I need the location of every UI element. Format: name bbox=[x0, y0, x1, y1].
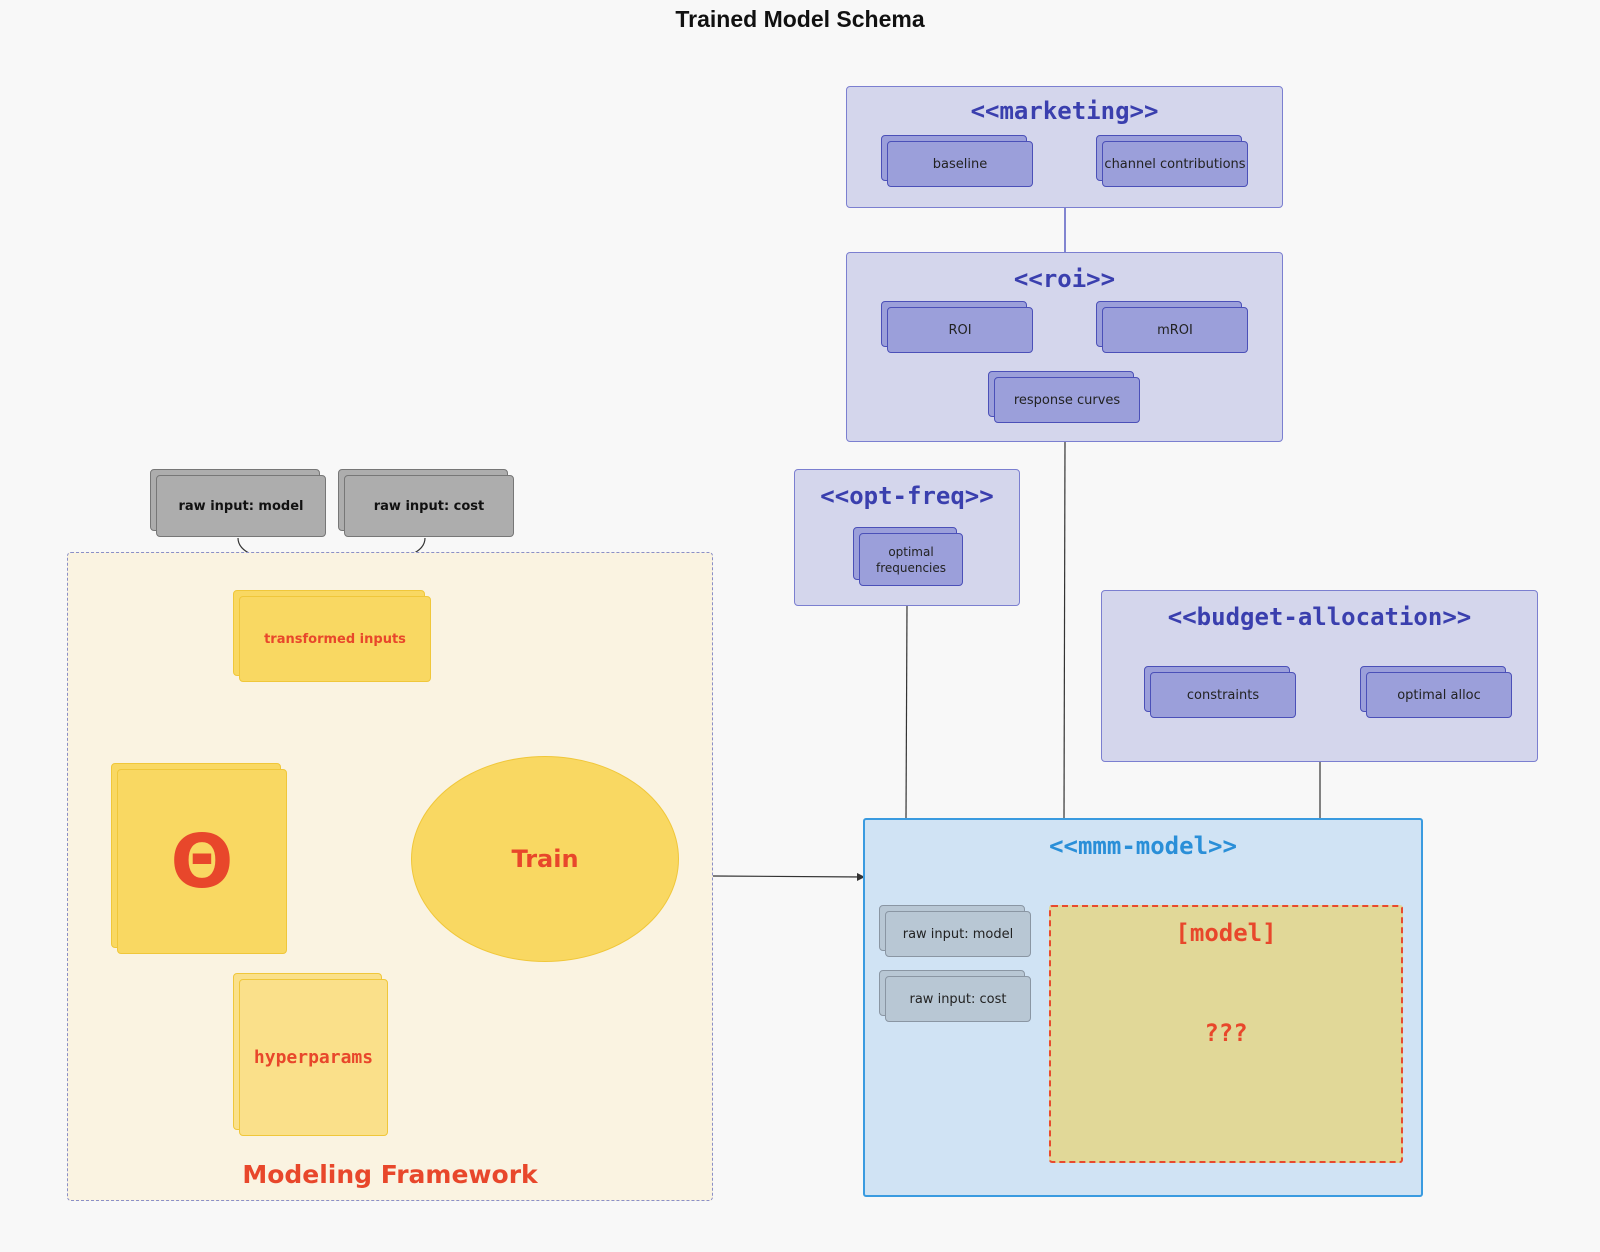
baseline-node[interactable]: baseline bbox=[881, 135, 1033, 187]
mroi-node[interactable]: mROI bbox=[1096, 301, 1248, 353]
constraints-node[interactable]: constraints bbox=[1144, 666, 1296, 718]
roi-title: <<roi>> bbox=[1013, 265, 1116, 293]
channel-contributions-node[interactable]: channel contributions bbox=[1096, 135, 1248, 187]
model-body: ??? bbox=[1204, 1019, 1248, 1047]
modeling-framework-label: Modeling Framework bbox=[242, 1160, 538, 1189]
mmm-model-package: <<mmm-model>> raw input: model raw input… bbox=[863, 818, 1423, 1197]
raw-input-cost-node[interactable]: raw input: cost bbox=[338, 469, 514, 537]
mmm-model-title: <<mmm-model>> bbox=[1049, 832, 1237, 860]
response-curves-node[interactable]: response curves bbox=[988, 371, 1140, 423]
optfreq-mmm-link bbox=[905, 604, 908, 819]
theta-symbol: Θ bbox=[117, 769, 287, 954]
marketing-package: <<marketing>> baseline channel contribut… bbox=[846, 86, 1283, 208]
train-label: Train bbox=[511, 845, 579, 873]
hyperparams-node[interactable]: hyperparams bbox=[233, 973, 388, 1136]
train-node[interactable]: Train bbox=[411, 756, 679, 962]
mmm-raw-input-cost-node[interactable]: raw input: cost bbox=[879, 970, 1031, 1022]
raw-input-model-node[interactable]: raw input: model bbox=[150, 469, 326, 537]
optimal-frequencies-node[interactable]: optimal frequencies bbox=[853, 527, 963, 586]
roi-node[interactable]: ROI bbox=[881, 301, 1033, 353]
marketing-title: <<marketing>> bbox=[970, 97, 1159, 125]
page-title: Trained Model Schema bbox=[675, 6, 925, 32]
mmm-raw-input-model-node[interactable]: raw input: model bbox=[879, 905, 1031, 957]
optimal-alloc-node[interactable]: optimal alloc bbox=[1360, 666, 1512, 718]
roi-mmm-link bbox=[1063, 439, 1066, 819]
transformed-inputs-node[interactable]: transformed inputs bbox=[233, 590, 431, 682]
roi-package: <<roi>> ROI mROI response curves bbox=[846, 252, 1283, 442]
theta-node[interactable]: Θ bbox=[111, 763, 287, 954]
framework-mmm-arrow bbox=[712, 872, 865, 881]
model-box[interactable]: [model] ??? bbox=[1049, 905, 1403, 1163]
opt-freq-package: <<opt-freq>> optimal frequencies bbox=[794, 469, 1020, 606]
budget-allocation-package: <<budget-allocation>> constraints optima… bbox=[1101, 590, 1538, 762]
opt-freq-title: <<opt-freq>> bbox=[820, 482, 994, 510]
model-title: [model] bbox=[1175, 919, 1277, 947]
budget-allocation-title: <<budget-allocation>> bbox=[1167, 603, 1472, 631]
